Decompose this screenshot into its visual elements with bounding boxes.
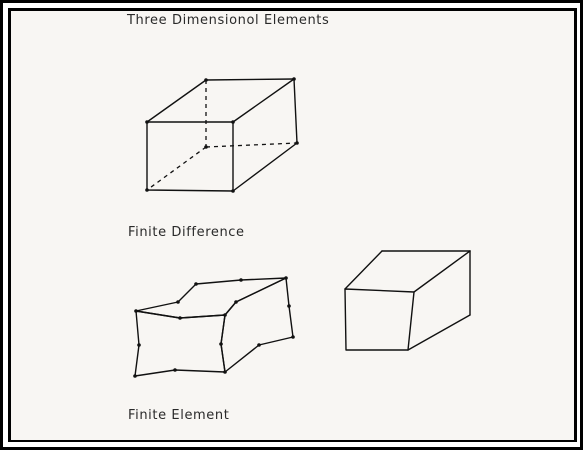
fe-node [133, 374, 137, 378]
top-left-edge [344, 250, 383, 290]
fe-node [287, 304, 291, 308]
top-right-edge [413, 250, 471, 293]
front-face [344, 288, 415, 351]
fe-node [234, 300, 238, 304]
fd-node [145, 188, 149, 192]
fe-node [284, 276, 288, 280]
fe-node [134, 309, 138, 313]
fe-node [223, 313, 227, 317]
fd-node [204, 145, 208, 149]
fd-node [295, 141, 299, 145]
fe-node [223, 370, 227, 374]
fe-node [173, 368, 177, 372]
fe-node [176, 300, 180, 304]
fe-node [219, 342, 223, 346]
front-left-face [134, 310, 226, 377]
diagram-title: Three Dimensionol Elements [127, 13, 330, 28]
finite-difference-label: Finite Difference [128, 225, 245, 240]
fe-node [239, 278, 243, 282]
top-face [135, 277, 287, 319]
fe-node [137, 343, 141, 347]
fd-node [231, 189, 235, 193]
top-right-edge [232, 78, 295, 123]
top-left-edge [146, 79, 207, 123]
fe-node [257, 343, 261, 347]
right-back-edge [293, 78, 298, 144]
right-face [220, 277, 294, 373]
hidden-edge-horizontal [205, 142, 298, 148]
fe-node [291, 335, 295, 339]
finite-element-label: Finite Element [128, 408, 230, 423]
fd-node [231, 120, 235, 124]
fd-node [145, 120, 149, 124]
bottom-right-edge [407, 314, 471, 351]
finite-element-warped-brick [133, 276, 295, 378]
fd-node [204, 78, 208, 82]
fe-node [194, 282, 198, 286]
finite-element-hexahedron [344, 250, 471, 351]
finite-difference-cube [145, 77, 299, 193]
bottom-right-edge [232, 142, 298, 192]
top-back-edge [205, 78, 295, 81]
fe-node [178, 316, 182, 320]
hidden-edge-diagonal [146, 146, 207, 191]
fd-node [292, 77, 296, 81]
